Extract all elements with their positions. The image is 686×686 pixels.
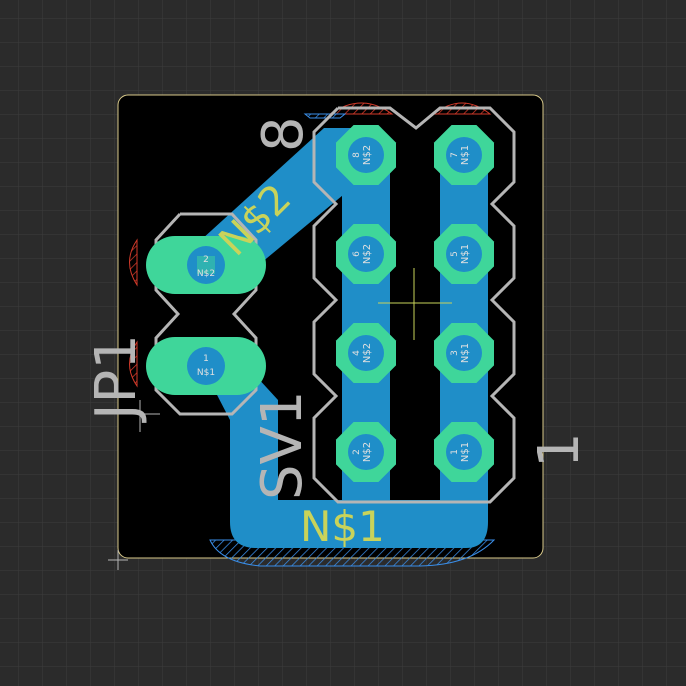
sv1-pad-3-number: 3: [450, 350, 460, 356]
sv1-pad-7-number: 7: [450, 152, 460, 158]
sv1-silkscreen-outline: [312, 106, 516, 504]
jp1-label[interactable]: JP1: [84, 334, 149, 423]
sv1-pad-2-number: 2: [352, 449, 362, 455]
sv1-pad-8-net: N$2: [362, 145, 373, 165]
sv1-pad-4-net: N$2: [362, 343, 373, 363]
sv1-pad-1-number: 1: [450, 449, 460, 455]
sv1-pad-2[interactable]: N$22: [336, 422, 396, 482]
sv1-pad-3-net: N$1: [460, 343, 471, 363]
jp1-pad-2-number: 2: [203, 255, 209, 265]
sv1-pad-5-number: 5: [450, 251, 460, 257]
sv1-pad-2-net: N$2: [362, 442, 373, 462]
pin-eight-label: 8: [251, 116, 316, 152]
jp1-pad-1-net: N$1: [197, 368, 215, 378]
sv1-pad-8-number: 8: [352, 152, 362, 158]
jp1-pad-1[interactable]: 1 N$1: [146, 337, 266, 395]
sv1-label[interactable]: SV1: [250, 391, 315, 500]
sv1-pad-5-net: N$1: [460, 244, 471, 264]
pin-one-label: 1: [527, 432, 592, 468]
restrict-area-left-upper: [129, 238, 138, 287]
sv1-pad-6-number: 6: [352, 251, 362, 257]
net-n1-label[interactable]: N$1: [300, 502, 385, 551]
sv1-pad-4-number: 4: [352, 350, 362, 356]
sv1-pad-1-net: N$1: [460, 442, 471, 462]
origin-cross: [378, 268, 452, 340]
sv1-pad-1[interactable]: N$11: [434, 422, 494, 482]
sv1-pad-6[interactable]: N$26: [336, 224, 396, 284]
jp1-pad-2[interactable]: 2 N$2: [146, 236, 266, 294]
sv1-pad-5[interactable]: N$15: [434, 224, 494, 284]
restrict-area-left-lower: [129, 340, 138, 388]
trace-n1-bottom[interactable]: [230, 420, 488, 548]
sv1-pad-6-net: N$2: [362, 244, 373, 264]
sv1-pad-7[interactable]: N$17: [434, 125, 494, 185]
sv1-pad-4[interactable]: N$24: [336, 323, 396, 383]
jp1-pad-2-net: N$2: [197, 269, 215, 279]
sv1-pad-8[interactable]: N$28: [336, 125, 396, 185]
sv1-pad-7-net: N$1: [460, 145, 471, 165]
sv1-pad-3[interactable]: N$13: [434, 323, 494, 383]
jp1-pads: 2 N$2 1 N$1: [146, 236, 266, 395]
jp1-pad-1-number: 1: [203, 354, 209, 364]
board-corner-marker: [108, 550, 128, 570]
jp1-origin-cross: [118, 400, 160, 432]
